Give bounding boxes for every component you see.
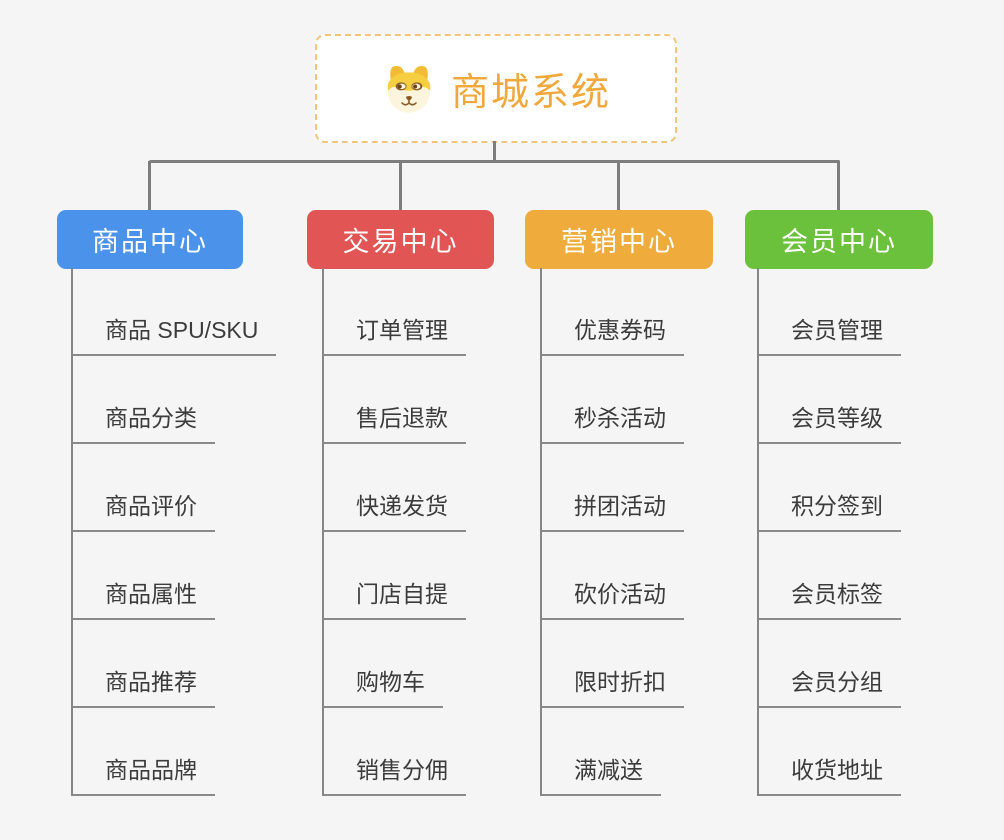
leaf-node[interactable]: 订单管理 [324, 314, 466, 356]
connector-stub-marketing [617, 161, 620, 212]
branch-node-trade[interactable]: 交易中心 [307, 210, 494, 269]
leaf-node[interactable]: 收货地址 [759, 754, 901, 796]
leaf-node[interactable]: 门店自提 [324, 578, 466, 620]
leaf-node[interactable]: 销售分佣 [324, 754, 466, 796]
leaf-column-trade: 订单管理 售后退款 快递发货 门店自提 购物车 销售分佣 [322, 268, 466, 796]
leaf-node[interactable]: 商品 SPU/SKU [73, 314, 277, 356]
leaf-column-product: 商品 SPU/SKU 商品分类 商品评价 商品属性 商品推荐 商品品牌 [71, 268, 277, 796]
leaf-node[interactable]: 拼团活动 [542, 490, 684, 532]
leaf-node[interactable]: 快递发货 [324, 490, 466, 532]
branch-label: 会员中心 [781, 227, 897, 257]
leaf-node[interactable]: 限时折扣 [542, 666, 684, 708]
leaf-column-marketing: 优惠券码 秒杀活动 拼团活动 砍价活动 限时折扣 满减送 [540, 268, 684, 796]
connector-stub-member [837, 161, 840, 212]
leaf-node[interactable]: 满减送 [542, 754, 661, 796]
branch-node-product[interactable]: 商品中心 [57, 210, 243, 269]
leaf-node[interactable]: 砍价活动 [542, 578, 684, 620]
connector-horizontal [149, 160, 840, 163]
leaf-node[interactable]: 积分签到 [759, 490, 901, 532]
leaf-node[interactable]: 会员标签 [759, 578, 901, 620]
leaf-node[interactable]: 商品品牌 [73, 754, 215, 796]
connector-root-stub [493, 141, 496, 162]
branch-node-member[interactable]: 会员中心 [745, 210, 933, 269]
branch-label: 商品中心 [92, 227, 208, 257]
leaf-node[interactable]: 商品推荐 [73, 666, 215, 708]
leaf-node[interactable]: 会员分组 [759, 666, 901, 708]
leaf-node[interactable]: 优惠券码 [542, 314, 684, 356]
leaf-node[interactable]: 会员管理 [759, 314, 901, 356]
connector-stub-product [148, 161, 151, 212]
leaf-node[interactable]: 秒杀活动 [542, 402, 684, 444]
branch-label: 交易中心 [342, 227, 459, 257]
leaf-node[interactable]: 售后退款 [324, 402, 466, 444]
branch-label: 营销中心 [561, 227, 677, 257]
dog-face-icon [381, 61, 437, 117]
leaf-node[interactable]: 购物车 [324, 666, 443, 708]
root-node[interactable]: 商城系统 [315, 34, 677, 143]
root-title: 商城系统 [450, 72, 611, 114]
leaf-node[interactable]: 商品分类 [73, 402, 215, 444]
leaf-node[interactable]: 商品属性 [73, 578, 215, 620]
connector-stub-trade [399, 161, 402, 212]
branch-node-marketing[interactable]: 营销中心 [525, 210, 713, 269]
leaf-node[interactable]: 商品评价 [73, 490, 215, 532]
leaf-node[interactable]: 会员等级 [759, 402, 901, 444]
leaf-column-member: 会员管理 会员等级 积分签到 会员标签 会员分组 收货地址 [757, 268, 901, 796]
